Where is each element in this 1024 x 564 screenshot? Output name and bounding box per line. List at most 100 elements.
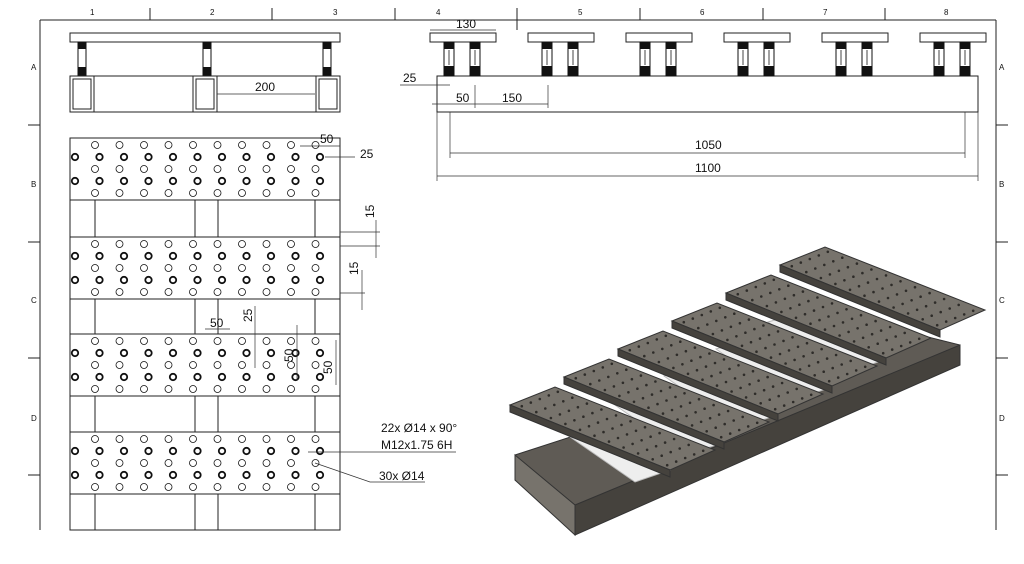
iso-hole [634,429,638,433]
iso-hole [520,404,524,408]
iso-hole [695,368,699,372]
leg-cap [542,42,552,49]
through-hole [140,264,148,272]
through-hole [115,264,124,272]
iso-hole [646,341,650,345]
iso-hole [769,291,772,295]
iso-hole [571,396,574,400]
through-hole [140,435,148,443]
threaded-hole [70,470,80,480]
front-view: 200 [69,32,341,113]
iso-hole [847,330,850,334]
through-hole [189,141,197,149]
threaded-hole [70,251,80,261]
through-hole [311,361,320,369]
iso-hole [735,335,738,338]
iso-hole [772,278,776,282]
iso-hole [767,333,771,337]
iso-hole [780,310,783,314]
threaded-hole [291,348,300,358]
iso-hole [582,415,585,419]
iso-hole [736,292,740,296]
iso-hole [751,369,755,373]
row-label: B [31,180,36,189]
through-hole [238,264,246,272]
iso-hole [745,289,749,292]
iso-plate-edge [563,376,725,450]
iso-hole [802,355,805,358]
note-threaded-holes-line2: M12x1.75 6H [381,438,452,452]
through-hole [91,165,99,173]
iso-hole [814,267,817,270]
threaded-hole [242,372,251,382]
row-labels: A B C D A B C D [31,63,1005,423]
through-hole [91,385,99,393]
threaded-hole [217,176,227,186]
iso-hole [672,366,675,370]
iso-hole [567,409,571,413]
iso-hole [708,416,712,420]
leg-cap [203,67,211,76]
iso-hole [611,427,614,430]
iso-hole [759,402,762,405]
iso-hole [625,433,629,436]
column-label: 6 [700,8,705,17]
iso-hole [724,380,728,384]
iso-hole [884,274,888,277]
through-hole [164,264,173,272]
note-through-holes: 30x Ø14 [379,469,425,483]
iso-hole [682,320,686,324]
iso-hole [650,393,654,396]
iso-hole [855,262,859,265]
iso-hole [701,449,705,453]
iso-hole [827,379,831,383]
iso-hole [652,351,655,354]
iso-hole [803,312,807,316]
iso-hole [809,322,812,326]
iso-hole [678,447,681,450]
leg-cap [764,42,774,49]
threaded-hole [242,176,251,186]
threaded-hole [119,470,129,480]
through-hole [164,165,173,173]
iso-hole [636,387,639,391]
dimension-detail-edge: 25 [241,308,255,322]
threaded-hole [193,152,202,162]
iso-hole [863,294,866,298]
iso-hole [607,375,610,379]
isometric-view [508,246,987,537]
iso-hole [850,317,854,321]
iso-hole [574,376,578,380]
iso-hole [786,391,789,394]
threaded-hole [168,470,178,480]
iso-hole [816,296,819,299]
iso-hole [933,301,937,304]
iso-hole [828,273,832,276]
iso-hole [876,342,879,346]
iso-hole [892,306,895,309]
iso-hole [596,421,600,424]
plate [723,32,791,43]
dimension-pitch: 150 [502,91,522,105]
iso-hole [708,352,711,355]
iso-hole [799,261,803,264]
iso-hole [602,430,605,434]
iso-hole [637,345,641,348]
threaded-hole [168,348,178,358]
iso-hole [601,366,605,369]
iso-hole [538,397,542,401]
threaded-hole [315,152,325,162]
iso-hole [782,404,786,407]
through-hole [287,264,295,272]
iso-hole [692,453,696,456]
through-hole [238,288,246,296]
iso-hole [812,309,816,312]
iso-hole [861,336,865,340]
iso-hole [573,419,576,422]
iso-hole [737,364,740,367]
iso-hole [728,432,732,435]
threaded-hole [144,372,153,382]
iso-hole [715,319,718,323]
top-view: 50 25 15 15 50 25 50 50 22x Ø14 x 90° M1… [69,132,457,531]
threaded-hole [266,176,276,186]
